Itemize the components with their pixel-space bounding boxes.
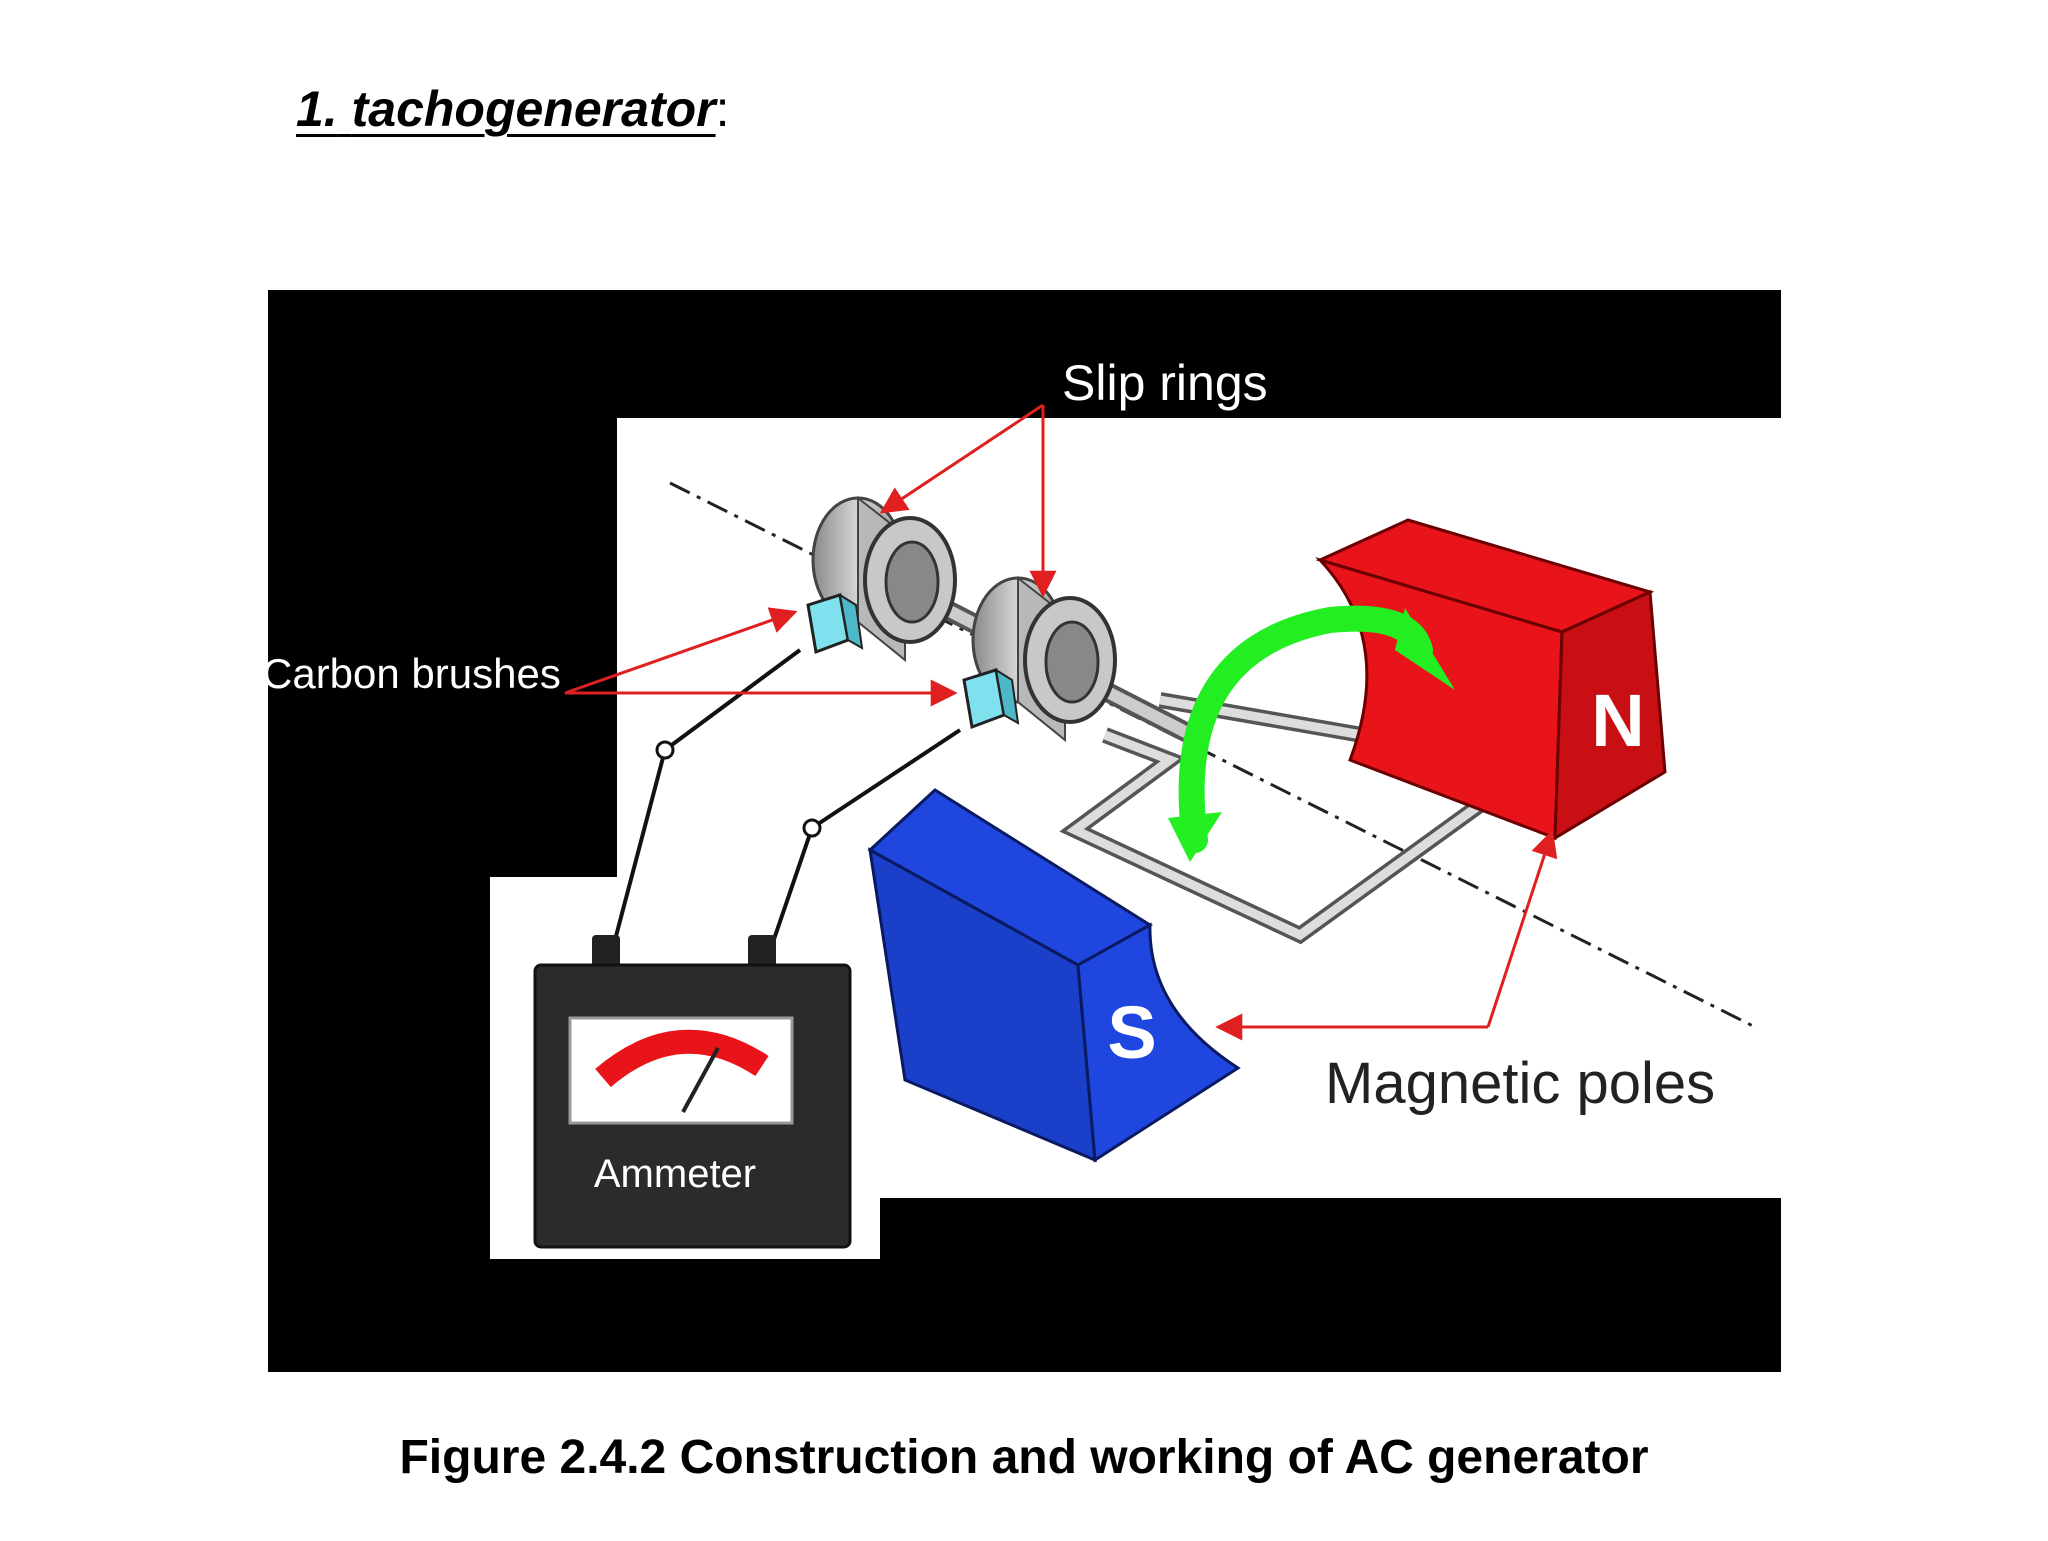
rotation-axis xyxy=(669,481,1756,1029)
north-label: N xyxy=(1591,679,1644,762)
section-heading: 1. tachogenerator: xyxy=(296,80,729,138)
carbon-brush-2 xyxy=(962,667,1020,730)
slip-ring-2 xyxy=(971,575,1117,743)
heading-colon: : xyxy=(715,81,730,137)
figure-caption: Figure 2.4.2 Construction and working of… xyxy=(399,1431,1649,1484)
south-magnet: S xyxy=(867,788,1241,1163)
slip-rings-label: Slip rings xyxy=(1062,355,1268,411)
ammeter-label: Ammeter xyxy=(594,1152,756,1196)
annotation-arrows xyxy=(564,403,1558,1041)
heading-title: tachogenerator xyxy=(351,81,716,137)
ammeter-scale xyxy=(595,1029,769,1088)
magnetic-poles-label: Magnetic poles xyxy=(1325,1051,1715,1116)
heading-number: 1. xyxy=(296,81,338,137)
ammeter-needle xyxy=(681,1047,720,1113)
slip-ring-1 xyxy=(811,495,957,663)
south-label: S xyxy=(1107,991,1156,1074)
rotation-arrow-icon xyxy=(1168,605,1455,862)
carbon-brushes-label: Carbon brushes xyxy=(262,650,561,697)
ammeter: Ammeter xyxy=(533,935,852,1249)
carbon-brush-1 xyxy=(806,592,864,655)
